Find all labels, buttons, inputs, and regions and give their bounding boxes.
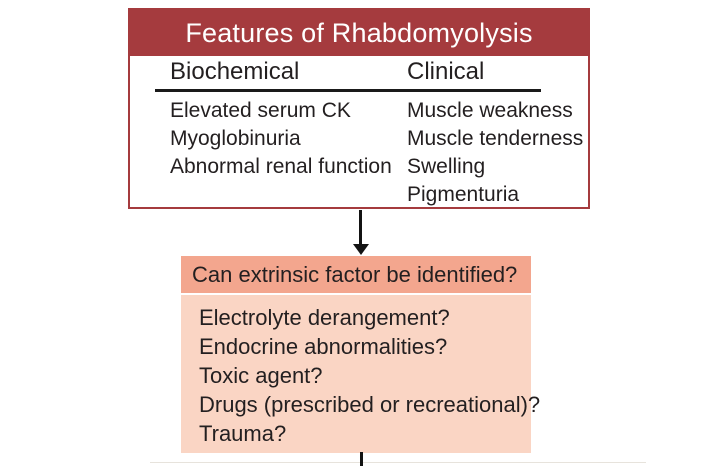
list-item: Electrolyte derangement? <box>199 305 450 330</box>
list-item: Myoglobinuria <box>170 127 301 150</box>
column-header-underline <box>155 89 541 92</box>
extrinsic-factor-box: Can extrinsic factor be identified? Elec… <box>181 256 541 453</box>
cropped-next-box-edge <box>150 462 646 463</box>
list-item: Muscle tenderness <box>407 127 584 150</box>
list-item: Endocrine abnormalities? <box>199 334 448 359</box>
list-item: Trauma? <box>199 421 287 446</box>
down-arrow-head-icon <box>352 244 369 255</box>
clinical-column: Clinical Muscle weakness Muscle tenderne… <box>407 58 583 209</box>
list-item: Muscle weakness <box>407 99 573 122</box>
biochemical-column: Biochemical Elevated serum CK Myoglobinu… <box>170 58 392 181</box>
biochemical-items: Elevated serum CK Myoglobinuria Abnormal… <box>170 97 392 181</box>
list-item: Abnormal renal function <box>170 155 392 178</box>
list-item: Toxic agent? <box>199 363 323 388</box>
down-arrow-line <box>359 210 362 246</box>
extrinsic-factor-box-body: Electrolyte derangement? Endocrine abnor… <box>181 295 541 453</box>
list-item: Drugs (prescribed or recreational)? <box>199 392 541 417</box>
down-arrow-line-partial <box>360 452 363 466</box>
list-item: Swelling <box>407 155 486 178</box>
features-box-body: Biochemical Elevated serum CK Myoglobinu… <box>130 56 588 207</box>
list-item: Elevated serum CK <box>170 99 351 122</box>
extrinsic-factor-box-title: Can extrinsic factor be identified? <box>181 256 531 293</box>
clinical-items: Muscle weakness Muscle tenderness Swelli… <box>407 97 583 209</box>
features-box: Features of Rhabdomyolysis Biochemical E… <box>128 8 590 209</box>
clinical-column-header: Clinical <box>407 58 485 85</box>
biochemical-column-header: Biochemical <box>170 58 300 85</box>
features-box-title: Features of Rhabdomyolysis <box>130 10 588 56</box>
list-item: Pigmenturia <box>407 183 520 206</box>
